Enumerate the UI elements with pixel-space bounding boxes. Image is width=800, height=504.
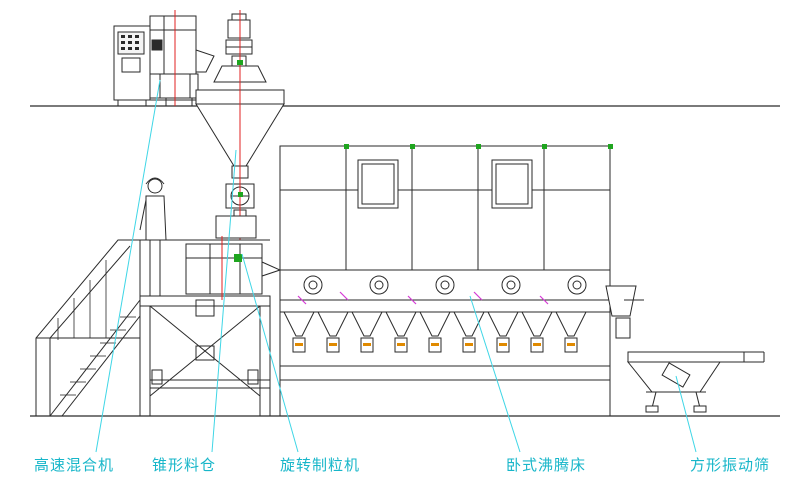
high-speed-mixer (113, 15, 215, 106)
dryer-hoppers (283, 311, 587, 337)
label-rotary-granulator: 旋转制粒机 (280, 456, 361, 474)
staircase (35, 239, 141, 417)
label-square-vibrating-screen: 方形振动筛 (690, 456, 771, 474)
label-high-speed-mixer: 高速混合机 (34, 456, 115, 474)
square-vibrating-screen (626, 351, 765, 413)
dryer-outlet (605, 285, 644, 339)
label-leader-lines (95, 79, 697, 453)
dryer-green-nodes (344, 144, 613, 149)
rotary-granulator (185, 215, 282, 295)
operator-figure (139, 177, 167, 296)
dryer-valve-marks (295, 343, 575, 346)
hopper-green-marks (237, 60, 243, 197)
dryer-accent-marks (297, 291, 549, 305)
dryer-viewports (303, 275, 587, 295)
platform (139, 239, 271, 416)
fluid-bed-dryer (279, 145, 611, 416)
label-fluid-bed-dryer: 卧式沸腾床 (506, 456, 587, 474)
label-cone-hopper: 锥形料仓 (152, 456, 217, 474)
building-floor-lines (30, 105, 780, 417)
